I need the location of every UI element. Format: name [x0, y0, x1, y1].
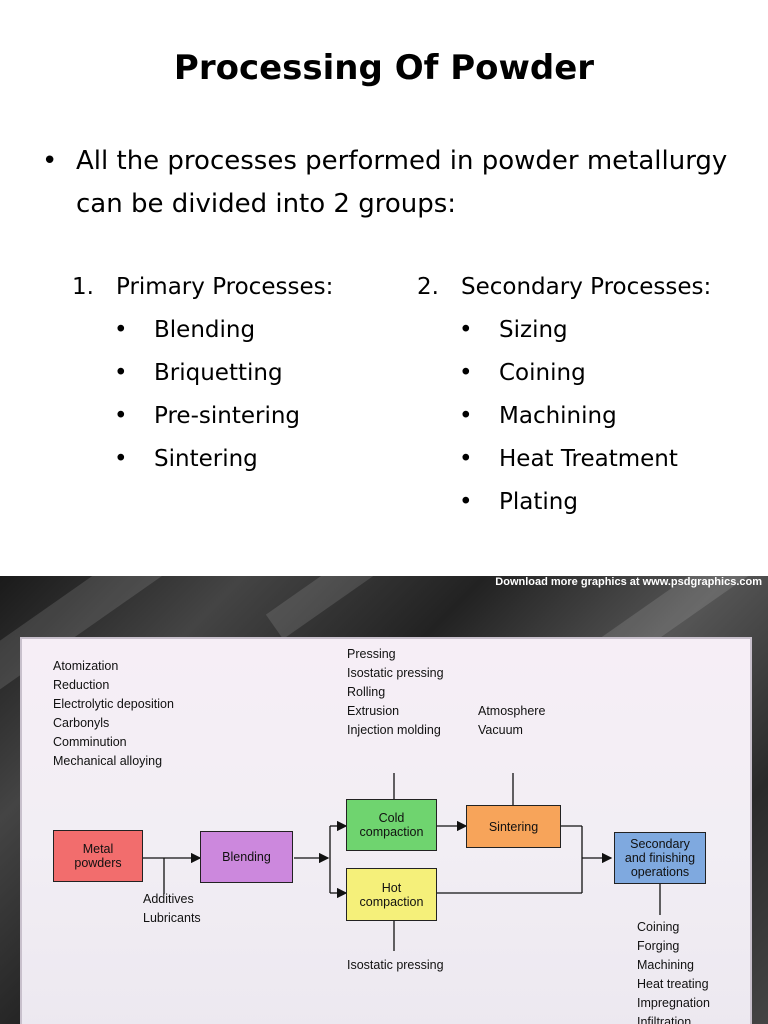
- list-item: Reduction: [53, 678, 110, 692]
- bullet-dot: •: [459, 489, 473, 515]
- blending-box: Blending: [200, 831, 293, 883]
- additives-list: Additives Lubricants: [143, 890, 201, 928]
- hot-method-label: Isostatic pressing: [347, 958, 444, 972]
- group-number: 2.: [417, 274, 439, 300]
- bullet-dot: •: [114, 446, 128, 472]
- bullet-dot: •: [459, 403, 473, 429]
- list-item: Mechanical alloying: [53, 754, 163, 768]
- finishing-operations-list: Coining Forging Machining Heat treating …: [637, 918, 710, 1024]
- list-item: Additives: [143, 892, 194, 906]
- process-flow-diagram: Download more graphics at www.psdgraphic…: [0, 576, 768, 1024]
- diagram-panel: Atomization Reduction Electrolytic depos…: [20, 637, 752, 1024]
- bullet-dot: •: [459, 317, 473, 343]
- list-item: Atmosphere: [478, 704, 546, 718]
- list-item: Atomization: [53, 659, 119, 673]
- list-item: Heat treating: [637, 977, 709, 991]
- list-item: Isostatic pressing: [347, 666, 444, 680]
- sintering-box: Sintering: [466, 805, 561, 848]
- bullet-dot: •: [114, 317, 128, 343]
- list-item: Rolling: [347, 685, 386, 699]
- bullet-dot: •: [42, 146, 58, 176]
- list-item: Sizing: [499, 317, 568, 343]
- sintering-conditions-list: Atmosphere Vacuum: [478, 702, 545, 740]
- flow-arrows: [142, 773, 661, 951]
- bullet-dot: •: [459, 446, 473, 472]
- list-item: Blending: [154, 317, 256, 343]
- list-item: Plating: [499, 489, 578, 515]
- group-heading: Primary Processes:: [116, 274, 334, 300]
- bullet-dot: •: [114, 403, 128, 429]
- list-item: Coining: [499, 360, 586, 386]
- list-item: Extrusion: [347, 704, 400, 718]
- group-heading: Secondary Processes:: [461, 274, 712, 300]
- list-item: Machining: [637, 958, 694, 972]
- list-item: Pressing: [347, 647, 396, 661]
- list-item: Heat Treatment: [499, 446, 678, 472]
- metal-powders-box: Metal powders: [53, 830, 143, 882]
- bullet-dot: •: [459, 360, 473, 386]
- hot-compaction-box: Hot compaction: [346, 868, 437, 921]
- list-item: Vacuum: [478, 723, 523, 737]
- list-item: Infiltration: [637, 1015, 692, 1024]
- powder-methods-list: Atomization Reduction Electrolytic depos…: [53, 657, 174, 771]
- list-item: Briquetting: [154, 360, 283, 386]
- list-item: Carbonyls: [53, 716, 110, 730]
- list-item: Pre-sintering: [154, 403, 301, 429]
- cold-compaction-box: Cold compaction: [346, 799, 437, 851]
- list-item: Lubricants: [143, 911, 201, 925]
- list-item: Electrolytic deposition: [53, 697, 174, 711]
- slide-title: Processing Of Powder: [173, 48, 595, 88]
- intro-text: All the processes performed in powder me…: [76, 146, 728, 219]
- list-item: Forging: [637, 939, 680, 953]
- group-number: 1.: [72, 274, 94, 300]
- list-item: Sintering: [154, 446, 258, 472]
- list-item: Coining: [637, 920, 680, 934]
- compaction-methods-list: Pressing Isostatic pressing Rolling Extr…: [347, 645, 444, 740]
- list-item: Injection molding: [347, 723, 441, 737]
- list-item: Impregnation: [637, 996, 710, 1010]
- list-item: Machining: [499, 403, 617, 429]
- list-item: Comminution: [53, 735, 127, 749]
- secondary-operations-box: Secondary and finishing operations: [614, 832, 706, 884]
- background-stripe: [265, 576, 415, 640]
- bullet-dot: •: [114, 360, 128, 386]
- credit-text: Download more graphics at www.psdgraphic…: [495, 576, 762, 588]
